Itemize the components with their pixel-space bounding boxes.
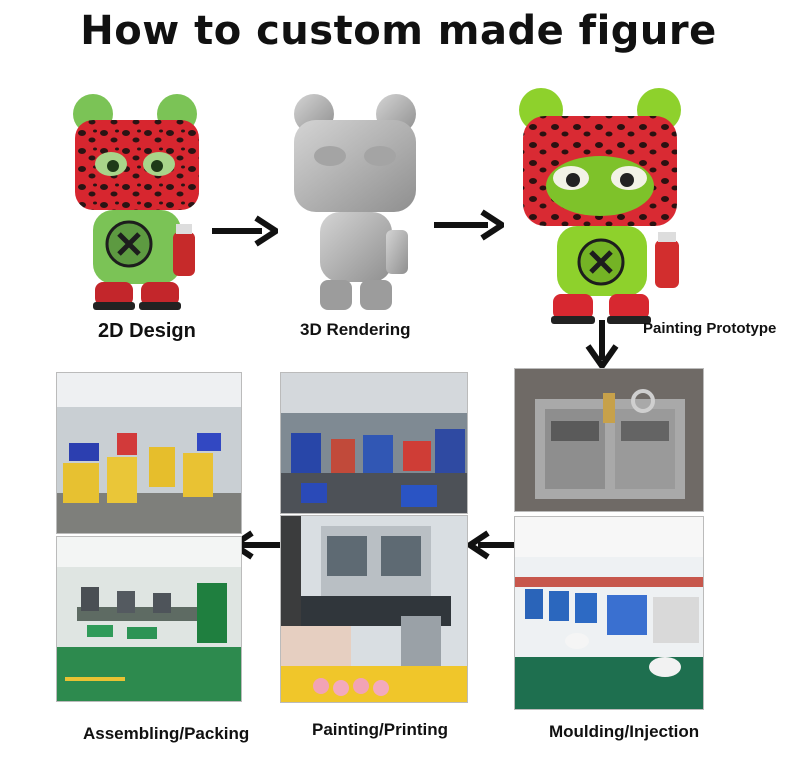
arrow-right-icon [434,209,504,241]
label-assembling-packing: Assembling/Packing [83,724,250,743]
arrow-right-icon [212,215,278,247]
arrow-down-icon [585,320,619,370]
photo-pad-printing [280,515,468,703]
label-moulding-injection: Moulding/Injection [549,722,700,741]
label-painting-printing: Painting/Printing [312,720,448,739]
photo-printing-line [280,372,468,514]
label-3d-rendering: 3D Rendering [300,320,411,339]
figure-2d-design [73,94,199,310]
diagram-title: How to custom made figure [80,8,717,54]
label-2d-design: 2D Design [98,320,196,342]
photo-warehouse [56,372,242,534]
photo-mould [514,368,704,512]
label-painting-prototype: Painting Prototype [643,320,777,337]
figure-painting-prototype [519,88,681,324]
photo-assembly-line [56,536,242,702]
photo-injection [514,516,704,710]
arrow-left-icon [466,530,520,560]
figure-3d-rendering [294,94,416,310]
